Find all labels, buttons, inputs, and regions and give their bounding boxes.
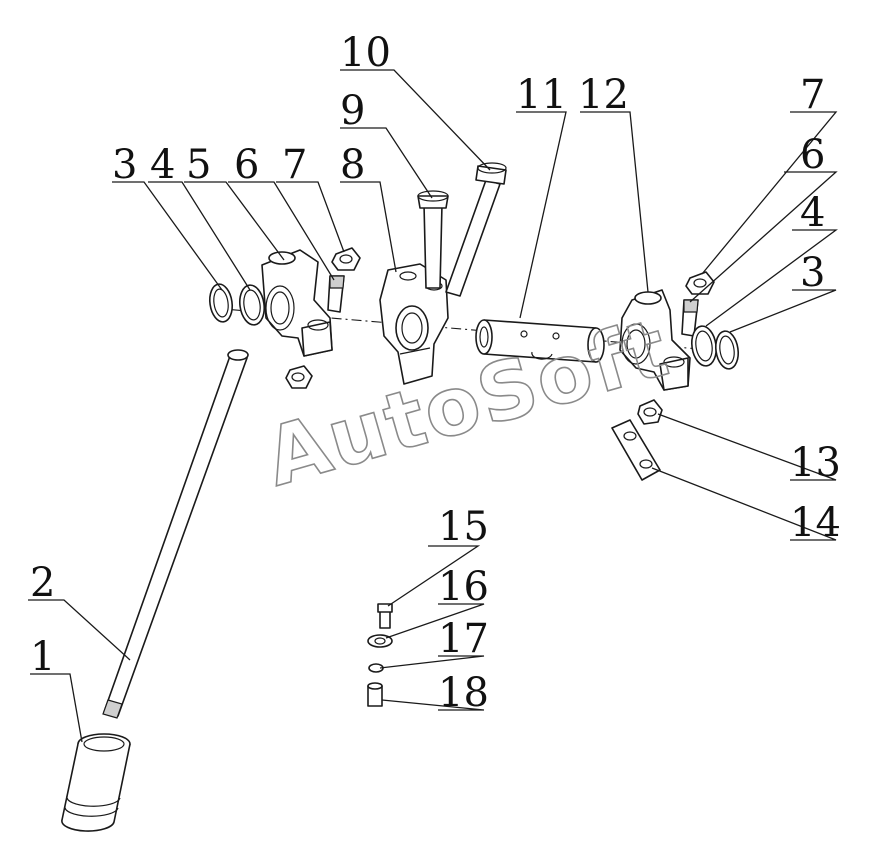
washer-left-part: [238, 284, 266, 326]
callout-3-left: 3: [112, 142, 137, 188]
callout-10: 10: [340, 30, 391, 76]
nut-right-part: [637, 399, 663, 425]
callout-14: 14: [790, 500, 841, 546]
small-pin-part: [367, 682, 383, 707]
callout-18: 18: [438, 670, 489, 716]
adjusting-screw-right-part: [681, 299, 699, 337]
rocker-shaft-part: [475, 319, 605, 363]
callout-4-right: 4: [800, 190, 825, 236]
leader-lines: [28, 69, 838, 743]
snap-ring-left-part: [208, 283, 234, 323]
callout-6-left: 6: [234, 142, 259, 188]
callout-11: 11: [516, 72, 567, 118]
snap-ring-right-part: [714, 330, 740, 370]
callout-9: 9: [340, 88, 365, 134]
small-bolt-part: [377, 603, 393, 629]
callout-7-left: 7: [282, 142, 307, 188]
nut-lower-left-part: [285, 365, 313, 389]
adjusting-screw-left-part: [327, 275, 345, 313]
callout-4-left: 4: [150, 142, 175, 188]
push-rod-part: [102, 349, 249, 719]
callout-15: 15: [438, 504, 489, 550]
callout-12: 12: [578, 72, 629, 118]
washer-right-part: [690, 325, 718, 367]
callout-16: 16: [438, 564, 489, 610]
callout-5: 5: [186, 142, 211, 188]
lock-nut-right-part: [685, 271, 715, 295]
clamp-plate-part: [611, 419, 661, 481]
rocker-arm-left-part: [261, 249, 333, 357]
callout-13: 13: [790, 440, 841, 486]
callout-7-right: 7: [800, 72, 825, 118]
bolt-long-part: [445, 162, 507, 297]
callout-2: 2: [30, 560, 55, 606]
callout-17: 17: [438, 616, 489, 662]
callout-1: 1: [30, 634, 55, 680]
callout-6-right: 6: [800, 132, 825, 178]
callout-3-right: 3: [800, 250, 825, 296]
lock-nut-left-part: [331, 247, 361, 271]
callout-labels: 1 2 3 4 5 6 7 8 9 10 11 12 7 6 4 3 13 14…: [30, 30, 841, 716]
bolt-short-part: [417, 190, 449, 289]
tappet-part: [61, 733, 131, 832]
rocker-bracket-part: [379, 263, 449, 385]
callout-8: 8: [340, 142, 365, 188]
